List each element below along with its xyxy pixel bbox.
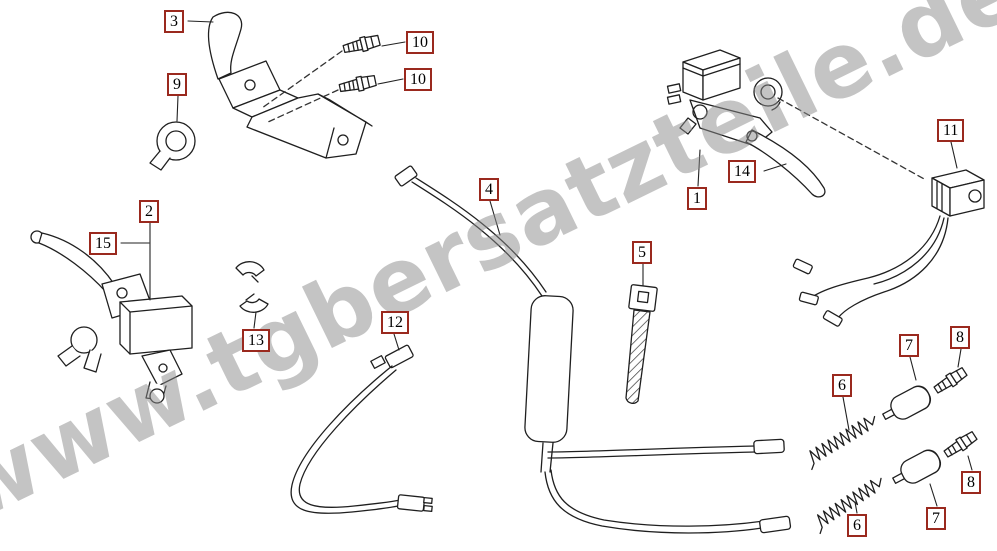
part-label-14[interactable]: 14 <box>728 160 756 183</box>
leader-lines <box>120 20 973 514</box>
part-bolt-8-upper <box>933 367 968 394</box>
part-label-5[interactable]: 5 <box>632 241 652 264</box>
part-label-1[interactable]: 1 <box>687 187 707 210</box>
part-label-2[interactable]: 2 <box>139 200 159 223</box>
part-label-13[interactable]: 13 <box>242 329 270 352</box>
part-label-10[interactable]: 10 <box>404 68 432 91</box>
part-spring-6-lower <box>816 477 882 535</box>
part-label-15[interactable]: 15 <box>89 232 117 255</box>
part-wire-12 <box>290 344 433 514</box>
part-bolt-10-upper <box>342 34 381 54</box>
part-cable-strap-5 <box>625 284 658 404</box>
part-label-11[interactable]: 11 <box>937 119 965 142</box>
part-label-3[interactable]: 3 <box>164 10 184 33</box>
part-plunger-7-upper <box>882 385 932 420</box>
part-bolt-8-lower <box>943 431 978 458</box>
part-label-8[interactable]: 8 <box>950 326 970 349</box>
part-left-master-cylinder <box>30 230 193 404</box>
part-bolt-10-lower <box>338 74 377 93</box>
part-clamp-13 <box>235 261 269 313</box>
part-label-12[interactable]: 12 <box>381 311 409 334</box>
part-label-7[interactable]: 7 <box>899 334 919 357</box>
part-plunger-7-lower <box>892 449 942 484</box>
part-clamp-9 <box>149 121 196 171</box>
part-label-4[interactable]: 4 <box>479 178 499 201</box>
assembly-guide-lines <box>261 50 343 123</box>
part-front-lever-bracket <box>207 11 373 159</box>
part-label-7[interactable]: 7 <box>926 507 946 530</box>
assembly-guide-line-right <box>777 97 927 181</box>
part-label-8[interactable]: 8 <box>961 471 981 494</box>
part-label-9[interactable]: 9 <box>167 73 187 96</box>
part-label-10[interactable]: 10 <box>406 31 434 54</box>
part-spring-6-upper <box>809 415 876 471</box>
part-right-master-cylinder <box>666 49 826 198</box>
part-label-6[interactable]: 6 <box>832 374 852 397</box>
part-label-6[interactable]: 6 <box>847 514 867 537</box>
part-switch-11 <box>792 169 985 327</box>
part-throttle-cable-4 <box>394 165 792 534</box>
